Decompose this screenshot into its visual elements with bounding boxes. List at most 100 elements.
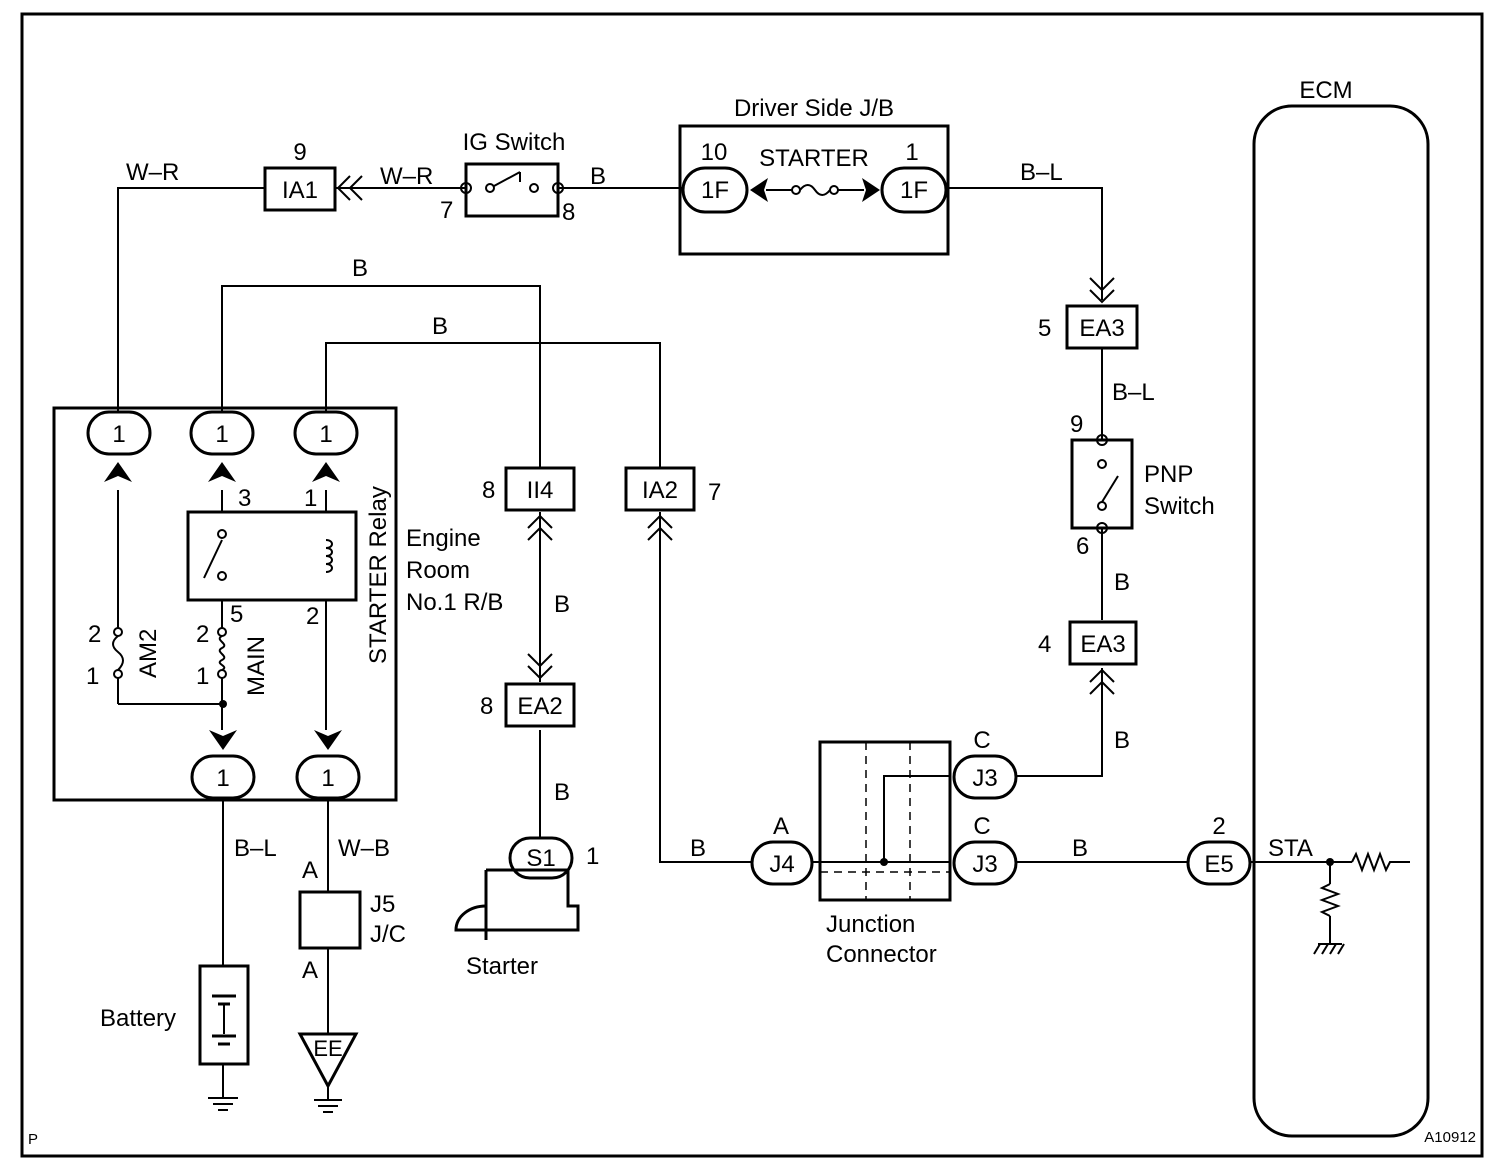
jc-label-2: J/C [370, 921, 406, 948]
pnp-label-2: Switch [1144, 493, 1215, 520]
connector-ia1: IA1 [263, 166, 337, 212]
ia1-chevron [336, 175, 363, 201]
connector-ia2: IA2 [624, 466, 696, 512]
junction-connector [818, 740, 952, 902]
ee-ground-icon [314, 1099, 342, 1113]
connector-e5: E5 [1186, 840, 1252, 886]
ig-switch-label: IG Switch [463, 129, 566, 156]
main-pin-1: 1 [196, 663, 209, 690]
connector-j3-bottom: J3 [952, 840, 1018, 886]
j3-bottom-pin: C [973, 813, 990, 840]
rb-top-chevrons [104, 462, 340, 482]
footer-figure-code: A10912 [1424, 1129, 1476, 1146]
wire-label-ii4-ea2: B [554, 591, 570, 618]
am2-pin-2: 2 [88, 621, 101, 648]
svg-text:1: 1 [216, 765, 229, 792]
svg-text:II4: II4 [527, 477, 554, 504]
relay-coil-symbol [325, 539, 333, 573]
wire-label-top-b2: B [432, 313, 448, 340]
ea3-top-pin: 5 [1038, 315, 1051, 342]
pnp-label-1: PNP [1144, 461, 1193, 488]
svg-text:S1: S1 [526, 845, 555, 872]
wire-label-ea3-pnp: B–L [1112, 379, 1155, 406]
ea2-pin: 8 [480, 693, 493, 720]
jc-pin-bottom: A [302, 957, 318, 984]
pnp-pin-9: 9 [1070, 411, 1083, 438]
svg-text:1: 1 [215, 421, 228, 448]
relay-pin-5: 5 [230, 601, 243, 628]
jb-left-connector: 1F [681, 166, 749, 214]
pnp-pin-6: 6 [1076, 533, 1089, 560]
engine-room-label-2: Room [406, 557, 470, 584]
jb-right-pin: 1 [905, 139, 918, 166]
sta-signal-label: STA [1268, 835, 1313, 862]
connector-ii4: II4 [504, 466, 576, 512]
ii4-pin: 8 [482, 477, 495, 504]
jc-pin-top: A [302, 857, 318, 884]
wire-label-battery: B–L [234, 835, 277, 862]
wire-label-ea2-s1: B [554, 779, 570, 806]
relay-pin-2: 2 [306, 603, 319, 630]
ia1-pin: 9 [293, 139, 306, 166]
battery-ground-icon [208, 1097, 238, 1111]
rb-top-connector-3: 1 [293, 410, 359, 456]
ig-switch-symbol [460, 171, 564, 194]
svg-text:EA2: EA2 [517, 693, 562, 720]
wire-label-top-b1: B [352, 255, 368, 282]
starter-relay-label: STARTER Relay [365, 486, 392, 664]
ea3-bottom-pin: 4 [1038, 631, 1051, 658]
wire-label-jb-ea3: B–L [1020, 159, 1063, 186]
ig-pin-8: 8 [562, 199, 575, 226]
driver-side-jb [678, 124, 950, 256]
footer-left-code: P [28, 1131, 38, 1148]
svg-text:1: 1 [319, 421, 332, 448]
svg-text:J4: J4 [769, 851, 794, 878]
engine-room-label-3: No.1 R/B [406, 589, 503, 616]
jb-left-pin: 10 [701, 139, 728, 166]
ig-pin-7: 7 [440, 197, 453, 224]
ecm-label: ECM [1299, 77, 1352, 104]
j3-top-pin: C [973, 727, 990, 754]
wire-label-j3-e5: B [1072, 835, 1088, 862]
starter-label: Starter [466, 953, 538, 980]
diagram-frame [20, 12, 1484, 1158]
svg-text:EA3: EA3 [1079, 315, 1124, 342]
wire-label-wr-right: W–R [380, 163, 433, 190]
connector-j4: J4 [750, 840, 814, 886]
relay-switch-symbol [203, 529, 227, 581]
ea2-chevron [527, 653, 553, 680]
main-fuse-symbol [217, 627, 227, 679]
wire-label-ground: W–B [338, 835, 390, 862]
driver-side-jb-label: Driver Side J/B [734, 95, 894, 122]
rb-bottom-connector-2: 1 [295, 754, 361, 800]
wire-label-wr-left: W–R [126, 159, 179, 186]
wire-label-ea3-j3: B [1114, 727, 1130, 754]
svg-text:1F: 1F [701, 177, 729, 204]
connector-s1: S1 [508, 836, 574, 880]
wire-label-ig-jb: B [590, 163, 606, 190]
am2-label: AM2 [135, 629, 162, 678]
rb-top-connector-1: 1 [86, 410, 152, 456]
ecm-internal-circuit [1313, 851, 1410, 955]
battery-box [198, 964, 250, 1066]
svg-text:EE: EE [313, 1036, 342, 1061]
junction-label-1: Junction [826, 911, 915, 938]
connector-ea3-top: EA3 [1065, 304, 1139, 350]
engine-room-label-1: Engine [406, 525, 481, 552]
ig-switch-box [464, 162, 560, 218]
wires [117, 187, 1352, 1100]
jc-label-1: J5 [370, 891, 395, 918]
ii4-chevron [527, 514, 553, 541]
main-label: MAIN [243, 636, 270, 696]
ia2-chevron [647, 514, 673, 541]
svg-text:IA1: IA1 [282, 177, 318, 204]
rb-top-connector-2: 1 [189, 410, 255, 456]
main-pin-2: 2 [196, 621, 209, 648]
ea3-bottom-chevron [1089, 668, 1115, 695]
wire-label-pnp-ea3: B [1114, 569, 1130, 596]
rb-internal-wiring [117, 490, 327, 730]
connector-ea2: EA2 [504, 682, 576, 728]
e5-pin: 2 [1212, 813, 1225, 840]
svg-text:1F: 1F [900, 177, 928, 204]
